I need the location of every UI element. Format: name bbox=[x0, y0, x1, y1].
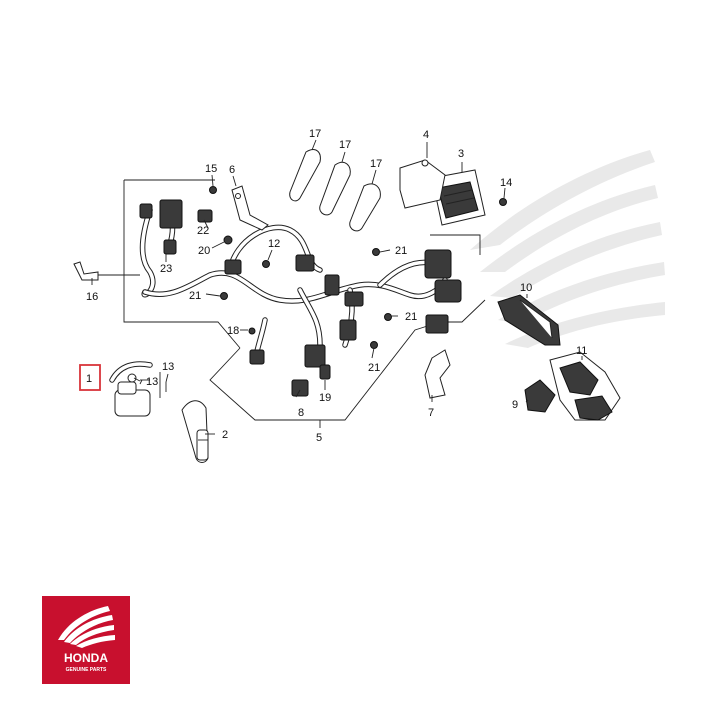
callout-18[interactable]: 18 bbox=[227, 325, 239, 337]
relay-group bbox=[524, 351, 621, 421]
main-connector bbox=[424, 249, 452, 279]
lower-bracket bbox=[424, 349, 451, 399]
callout-11[interactable]: 11 bbox=[576, 345, 587, 357]
assembly-boundary bbox=[123, 179, 486, 421]
callout-23[interactable]: 23 bbox=[160, 263, 172, 275]
callout-17-mid[interactable]: 17 bbox=[339, 139, 351, 151]
wing-watermark bbox=[470, 150, 665, 348]
callout-1[interactable]: 1 bbox=[86, 373, 92, 385]
stay-bracket bbox=[231, 185, 269, 231]
callout-19[interactable]: 19 bbox=[319, 392, 331, 404]
callout-21-c[interactable]: 21 bbox=[405, 311, 417, 323]
callout-13-lower[interactable]: 13 bbox=[146, 376, 158, 388]
callout-20[interactable]: 20 bbox=[198, 245, 210, 257]
selected-part-highlight bbox=[79, 364, 101, 391]
callout-21-a[interactable]: 21 bbox=[395, 245, 407, 257]
callout-17-left[interactable]: 17 bbox=[309, 128, 321, 140]
callout-7[interactable]: 7 bbox=[428, 407, 434, 419]
callout-10[interactable]: 10 bbox=[520, 282, 532, 294]
wire-harness bbox=[139, 207, 448, 363]
harness-connectors bbox=[139, 199, 462, 397]
terminal-part-16 bbox=[73, 261, 99, 281]
callout-labels: 1 2 3 4 5 6 7 8 9 10 11 12 13 13 14 15 1… bbox=[86, 128, 587, 444]
callout-9[interactable]: 9 bbox=[512, 399, 518, 411]
ignition-coil bbox=[109, 361, 161, 417]
honda-logo: HONDA GENUINE PARTS bbox=[42, 596, 130, 684]
callout-3[interactable]: 3 bbox=[458, 148, 464, 160]
part-8-connector bbox=[291, 379, 309, 397]
callout-17-right[interactable]: 17 bbox=[370, 158, 382, 170]
callout-14[interactable]: 14 bbox=[500, 177, 512, 189]
holder-part-10 bbox=[497, 294, 561, 346]
leader-lines bbox=[91, 139, 583, 435]
callout-5[interactable]: 5 bbox=[316, 432, 322, 444]
part-19-grommet bbox=[319, 364, 331, 380]
logo-brand: HONDA bbox=[64, 651, 108, 665]
callout-15[interactable]: 15 bbox=[205, 163, 217, 175]
fasteners bbox=[133, 186, 507, 392]
logo-tagline: GENUINE PARTS bbox=[66, 667, 107, 673]
callout-4[interactable]: 4 bbox=[423, 129, 429, 141]
ecu-bracket bbox=[399, 159, 446, 209]
callout-2[interactable]: 2 bbox=[222, 429, 228, 441]
callout-12[interactable]: 12 bbox=[268, 238, 280, 250]
callout-13-upper[interactable]: 13 bbox=[162, 361, 174, 373]
callout-22[interactable]: 22 bbox=[197, 225, 209, 237]
callout-21-b[interactable]: 21 bbox=[189, 290, 201, 302]
callout-21-d[interactable]: 21 bbox=[368, 362, 380, 374]
spark-plug-cap bbox=[181, 400, 209, 463]
callout-6[interactable]: 6 bbox=[229, 164, 235, 176]
callout-16[interactable]: 16 bbox=[86, 291, 98, 303]
wing-icon bbox=[58, 606, 115, 648]
callout-8[interactable]: 8 bbox=[298, 407, 304, 419]
cable-bands bbox=[289, 149, 381, 232]
connector-block bbox=[159, 199, 183, 229]
control-unit bbox=[431, 169, 486, 226]
